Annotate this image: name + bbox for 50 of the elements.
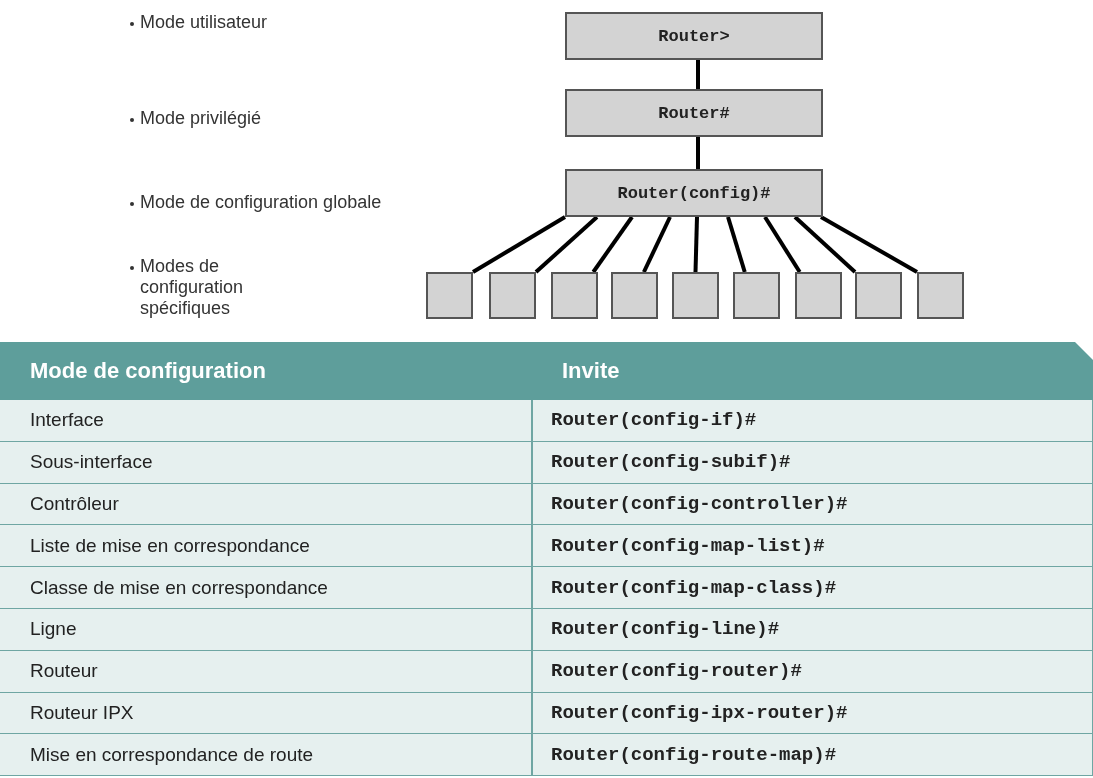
table-cell: Router(config-map-class)#	[532, 567, 1093, 609]
mode-square	[489, 272, 536, 319]
connector-line	[793, 215, 857, 274]
connector-line	[693, 216, 699, 273]
connector-line	[642, 216, 672, 273]
mode-box	[565, 89, 823, 137]
mode-square	[855, 272, 902, 319]
table-cell: Classe de mise en correspondance	[0, 567, 532, 609]
connector-line	[471, 215, 567, 274]
table-cell: Mise en correspondance de route	[0, 734, 532, 777]
mode-square	[426, 272, 473, 319]
table-cell: Router(config-line)#	[532, 609, 1093, 651]
table-cell: Router(config-router)#	[532, 650, 1093, 693]
mode-square	[551, 272, 598, 319]
table-cell: Routeur	[0, 650, 532, 693]
table-cell: Router(config-map-list)#	[532, 525, 1093, 568]
connector-line	[726, 216, 747, 273]
connector-line	[820, 215, 918, 274]
table-cell: Sous-interface	[0, 441, 532, 484]
table-cell: Router(config-if)#	[532, 400, 1093, 442]
mode-square	[672, 272, 719, 319]
mode-label: Mode utilisateur	[140, 12, 268, 33]
table-cell: Liste de mise en correspondance	[0, 525, 532, 568]
connector-line	[591, 215, 634, 274]
column-heading: Mode de configuration	[30, 358, 266, 384]
mode-box	[565, 169, 823, 217]
connector-line	[534, 215, 599, 274]
table-cell: Router(config-controller)#	[532, 483, 1093, 526]
mode-square	[917, 272, 964, 319]
connector-line	[763, 215, 802, 274]
table-cell: Interface	[0, 400, 532, 442]
column-heading: Invite	[562, 358, 620, 384]
connector-line	[696, 60, 700, 89]
mode-label: Mode privilégié	[140, 108, 262, 129]
mode-square	[795, 272, 842, 319]
table-cell: Routeur IPX	[0, 692, 532, 735]
prompt-text: Router#	[658, 103, 730, 123]
table-cell: Router(config-route-map)#	[532, 734, 1093, 777]
mode-box	[565, 12, 823, 60]
mode-label: Modes de configuration spécifiques	[140, 256, 245, 319]
mode-square	[733, 272, 780, 319]
mode-square	[611, 272, 658, 319]
table-cell: Ligne	[0, 609, 532, 651]
table-cell: Contrôleur	[0, 483, 532, 526]
prompt-text: Router>	[658, 26, 730, 46]
table-cell: Router(config-ipx-router)#	[532, 692, 1093, 735]
mode-label: Mode de configuration globale	[140, 192, 382, 213]
connector-line	[696, 137, 700, 169]
table-cell: Router(config-subif)#	[532, 441, 1093, 484]
prompt-text: Router(config)#	[617, 183, 771, 203]
